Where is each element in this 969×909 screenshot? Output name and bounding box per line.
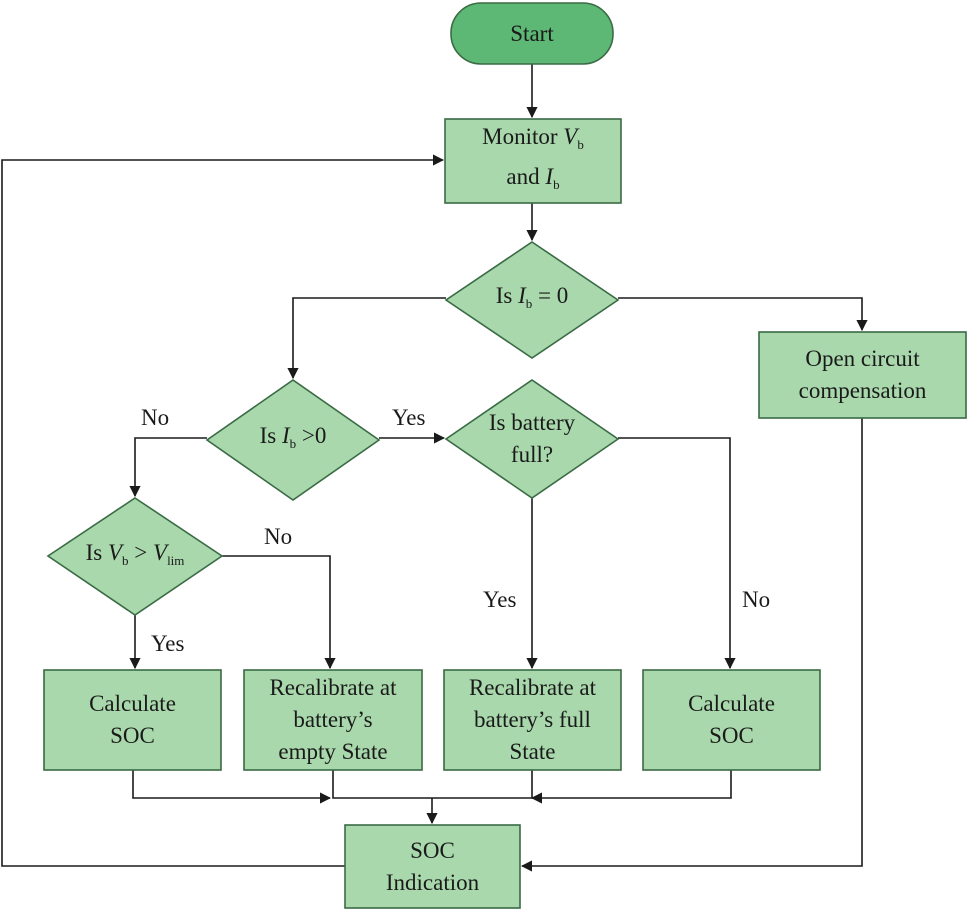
monitor-node: Monitor Vb and Ib xyxy=(445,119,621,203)
edge-ib-zero-to-ib-pos xyxy=(287,297,446,380)
recal-full-line-3: State xyxy=(509,739,556,764)
open-circuit-line-1: Open circuit xyxy=(805,346,920,371)
start-terminal: Start xyxy=(451,3,613,64)
monitor-line-1: Monitor Vb xyxy=(482,124,584,152)
edge-label-yes-ib-pos: Yes xyxy=(392,405,426,430)
edge-label-no-full: No xyxy=(742,587,771,612)
recal-empty-node: Recalibrate at battery’s empty State xyxy=(244,670,422,770)
edge-label-no-ib-pos: No xyxy=(141,405,170,430)
edge-label-no-vlim: No xyxy=(264,524,293,549)
battery-full-line-1: Is battery xyxy=(488,410,576,435)
monitor-box-shape xyxy=(444,118,622,204)
ib-zero-decision: Is Ib = 0 xyxy=(446,242,618,358)
full-diamond-shape xyxy=(444,379,620,499)
soc-indication-line-1: SOC xyxy=(410,837,455,863)
monitor-line-2: and Ib xyxy=(506,164,560,192)
recal-empty-line-2: battery’s xyxy=(293,707,373,732)
recal-full-line-1: Recalibrate at xyxy=(468,675,597,700)
calc-soc-right-node: Calculate SOC xyxy=(643,670,820,770)
recal-full-box-shape xyxy=(443,669,622,771)
start-label: Start xyxy=(510,20,554,46)
edge-recal-empty-to-merge xyxy=(332,770,432,799)
ib-zero-diamond-shape xyxy=(444,241,620,359)
soc-indication-line-2: Indication xyxy=(385,869,480,895)
open-circuit-box-shape xyxy=(758,331,967,419)
vlim-decision: Is Vb > Vlim xyxy=(48,498,222,615)
edge-ib-pos-no-to-vlim xyxy=(129,437,207,498)
recal-empty-box-shape xyxy=(243,669,423,771)
edge-calc-right-to-merge xyxy=(530,770,732,804)
battery-full-line-2: full? xyxy=(510,442,554,467)
edge-full-no-to-calc-right xyxy=(618,437,736,670)
calc-soc-left-line-1: Calculate xyxy=(89,691,176,716)
edge-recal-full-to-merge xyxy=(432,770,533,799)
edge-label-yes-vlim: Yes xyxy=(151,631,185,656)
calc-soc-right-line-1: Calculate xyxy=(688,691,775,716)
soc-indication-box-shape xyxy=(344,824,521,909)
ib-pos-label: Is Ib >0 xyxy=(259,423,327,451)
ib-pos-decision: Is Ib >0 xyxy=(207,380,379,500)
calc-soc-left-box-shape xyxy=(43,669,222,771)
edge-calc-left-to-merge xyxy=(132,770,332,804)
edge-soc-indication-loop-to-monitor xyxy=(1,154,445,867)
edge-ib-zero-to-open-circuit xyxy=(618,297,868,332)
edge-label-yes-full: Yes xyxy=(483,587,517,612)
recal-full-line-2: battery’s full xyxy=(474,707,591,732)
ib-pos-diamond-shape xyxy=(205,379,381,501)
edge-vlim-no-to-recal-empty xyxy=(222,555,336,670)
vlim-label: Is Vb > Vlim xyxy=(85,539,185,568)
recal-empty-line-1: Recalibrate at xyxy=(269,675,397,700)
battery-full-decision: Is battery full? xyxy=(446,380,618,498)
calc-soc-left-line-2: SOC xyxy=(110,723,155,748)
edge-open-circuit-to-soc-indication xyxy=(520,418,863,872)
vlim-diamond-shape xyxy=(46,497,224,616)
start-terminal-shape xyxy=(450,2,614,65)
calc-soc-right-line-2: SOC xyxy=(709,723,754,748)
open-circuit-node: Open circuit compensation xyxy=(759,332,966,418)
ib-zero-label: Is Ib = 0 xyxy=(495,283,569,311)
calc-soc-right-box-shape xyxy=(642,669,821,771)
calc-soc-left-node: Calculate SOC xyxy=(44,670,221,770)
soc-indication-node: SOC Indication xyxy=(345,825,520,908)
open-circuit-line-2: compensation xyxy=(798,378,927,403)
recal-full-node: Recalibrate at battery’s full State xyxy=(444,670,621,770)
recal-empty-line-3: empty State xyxy=(278,739,388,764)
